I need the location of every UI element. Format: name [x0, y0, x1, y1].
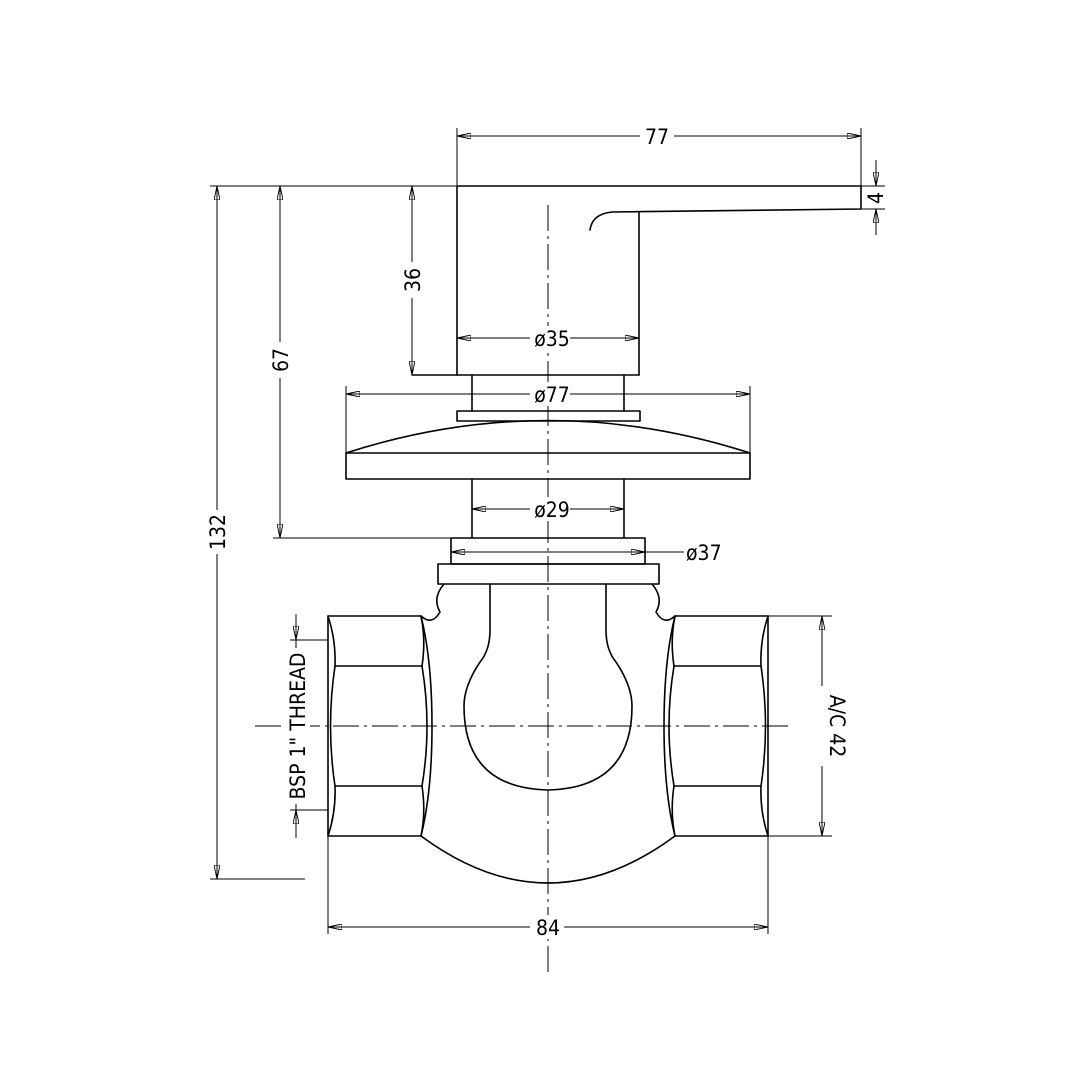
dim-thread: BSP 1" THREAD [284, 614, 328, 838]
dim-overall-height: 132 [205, 185, 457, 880]
dim-flange-diameter: ø77 [345, 382, 751, 453]
dim-handle-height-label: 36 [401, 268, 425, 292]
dim-overall-height-label: 132 [206, 514, 230, 550]
flange-base [345, 452, 751, 480]
left-hex-facets [327, 615, 428, 837]
valve-body [327, 583, 769, 884]
dim-handle-diameter: ø35 [457, 326, 639, 351]
lever-outline [456, 185, 862, 231]
dim-bonnet-height-label: 67 [269, 348, 293, 372]
dim-handle-thickness-label: 4 [864, 192, 888, 204]
bonnet-nut [437, 563, 660, 585]
dim-hex-across-flats-label: A/C 42 [825, 695, 849, 758]
dim-handle-diameter-label: ø35 [534, 327, 570, 351]
dim-thread-label: BSP 1" THREAD [286, 653, 310, 800]
dim-body-width: 84 [327, 836, 769, 940]
body-right-notch [651, 583, 676, 621]
center-lines [255, 205, 790, 972]
flange-dome [345, 419, 751, 454]
inner-cavity [463, 583, 633, 791]
dim-handle-length-label: 77 [645, 125, 669, 149]
right-hex-facets [668, 615, 769, 837]
dim-flange-diameter-label: ø77 [534, 383, 570, 407]
left-hex-nut [327, 615, 433, 837]
dim-bonnet-height: 67 [268, 186, 472, 539]
body-bottom-curve [420, 835, 676, 884]
dim-handle-length: 77 [456, 124, 862, 186]
dimension-annotations: 77 4 132 67 36 [205, 124, 888, 940]
dim-handle-height: 36 [400, 186, 425, 375]
dim-body-width-label: 84 [536, 916, 560, 940]
right-hex-nut [663, 615, 769, 837]
dim-collar-diameter-label: ø37 [686, 541, 722, 565]
dim-hex-across-flats: A/C 42 [768, 615, 849, 837]
dim-stem-diameter: ø29 [472, 497, 624, 522]
dim-collar-diameter: ø37 [451, 541, 722, 565]
dim-stem-diameter-label: ø29 [534, 498, 570, 522]
body-left-notch [420, 583, 445, 621]
lever-handle [411, 185, 862, 376]
dim-handle-thickness: 4 [861, 160, 888, 235]
